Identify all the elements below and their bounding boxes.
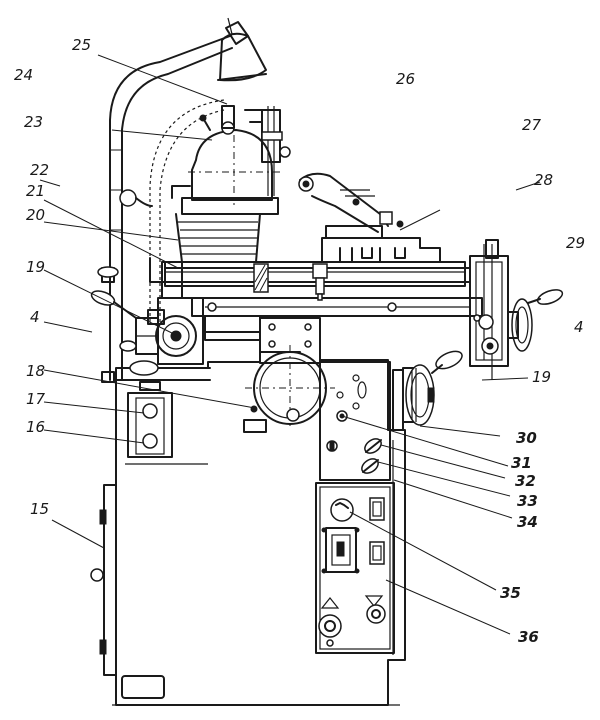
callout-22: 22 [30, 161, 49, 179]
callout-36: 36 [518, 628, 539, 646]
base-cabinet [112, 359, 406, 706]
foot-box [121, 675, 165, 699]
callout-31: 31 [511, 454, 532, 472]
callout-21: 21 [26, 182, 45, 200]
left-control-panel [127, 381, 173, 458]
left-end-housing [90, 189, 204, 376]
feed-handwheel [392, 350, 463, 431]
callout-4-right: 4 [574, 318, 584, 336]
callout-26: 26 [396, 70, 415, 88]
callout-25: 25 [72, 36, 91, 54]
callout-32: 32 [515, 472, 536, 490]
callout-18: 18 [26, 362, 45, 380]
lamp-arm [97, 17, 267, 383]
workhead [298, 172, 441, 263]
callout-15: 15 [30, 500, 49, 518]
coolant-pipe [147, 99, 225, 325]
callout-20: 20 [26, 206, 45, 224]
grinding-head [171, 105, 291, 263]
callout-30: 30 [516, 429, 537, 447]
callout-34: 34 [517, 513, 538, 531]
callout-labels: 25 24 26 23 27 22 21 28 20 29 19 4 4 19 … [14, 36, 585, 646]
callout-27: 27 [522, 116, 542, 134]
callout-33: 33 [517, 492, 538, 510]
callout-19-left: 19 [26, 258, 45, 276]
callout-4-left: 4 [30, 308, 40, 326]
leader-lines [39, 54, 541, 635]
callout-35: 35 [500, 584, 521, 602]
callout-19-right: 19 [532, 368, 551, 386]
main-handwheel [243, 345, 335, 433]
callout-24: 24 [14, 66, 33, 84]
callout-16: 16 [26, 418, 45, 436]
right-end-housing [469, 239, 564, 380]
right-panel-lower [315, 482, 395, 654]
callout-17: 17 [26, 390, 46, 408]
callout-23: 23 [24, 113, 43, 131]
callout-28: 28 [534, 171, 553, 189]
right-panel-upper [319, 361, 391, 481]
side-door [90, 484, 117, 676]
callout-29: 29 [566, 234, 585, 252]
